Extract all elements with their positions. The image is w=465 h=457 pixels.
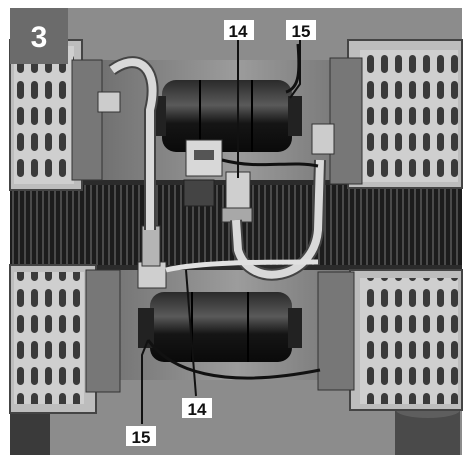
step-number: 3: [31, 21, 48, 54]
callout-labels: 14 15 14 15: [126, 20, 316, 447]
lower-cylinder: [138, 292, 302, 362]
callout-14-upper: 14: [229, 22, 248, 41]
callout-15-lower: 15: [132, 428, 151, 447]
callout-leaders: [141, 40, 301, 424]
upper-cylinder: [150, 80, 302, 152]
pressure-switch: [183, 139, 223, 207]
callout-15-upper: 15: [292, 22, 311, 41]
callout-14-lower: 14: [188, 400, 207, 419]
grille-top-left: [9, 39, 103, 191]
wiring: [146, 43, 321, 380]
step-badge: 3: [10, 8, 68, 64]
grille-top-right: [329, 39, 463, 189]
braided-hoses: [97, 56, 335, 281]
grille-bottom-left: [9, 264, 121, 414]
grille-bottom-right: [317, 269, 463, 411]
upper-check-valve: [221, 171, 253, 223]
